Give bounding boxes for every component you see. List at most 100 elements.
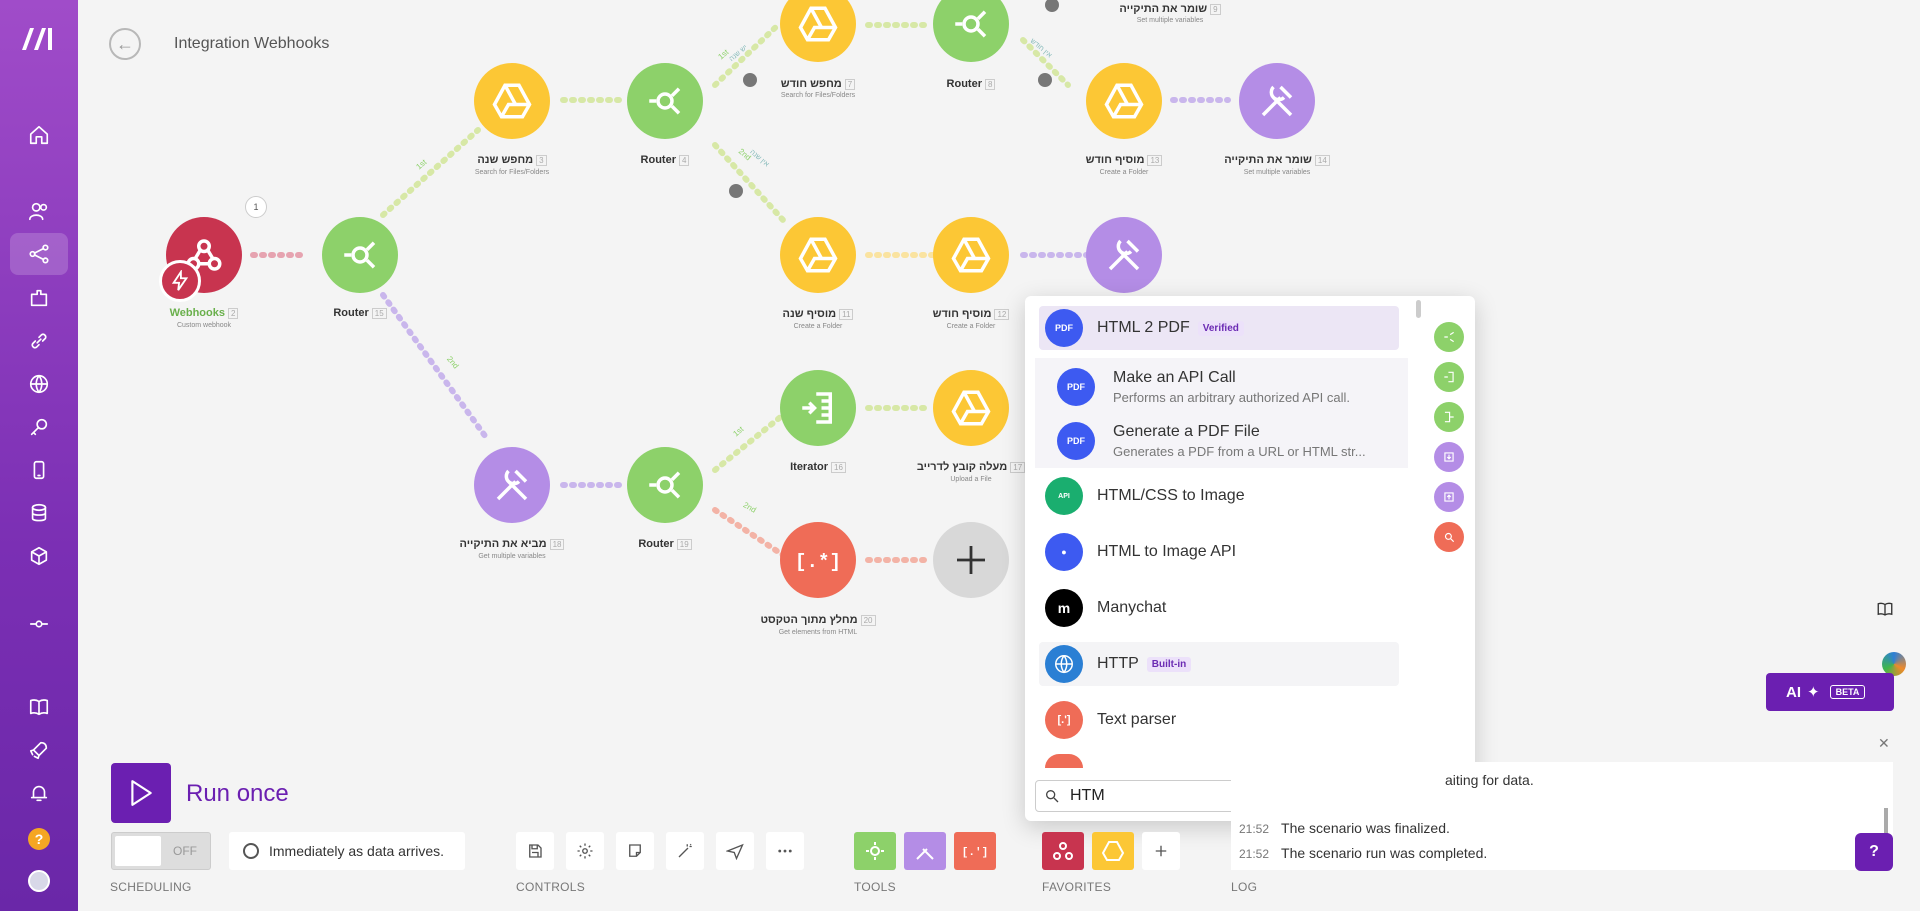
tools-gear-icon[interactable] (854, 832, 896, 870)
module-make-api-call[interactable]: PDF Make an API Call Performs an arbitra… (1051, 362, 1401, 412)
node-sublabel: Custom webhook (176, 322, 232, 329)
gdrive-node-search-month[interactable] (780, 0, 856, 62)
tools-node-get-folder[interactable] (474, 447, 550, 523)
node-sublabel: Create a Folder (946, 323, 996, 330)
favorite-webhooks-icon[interactable] (1042, 832, 1084, 870)
router-node-2[interactable] (627, 63, 703, 139)
sidebar-webhooks-icon[interactable] (10, 363, 68, 405)
book-icon[interactable] (1876, 600, 1898, 622)
run-once-button[interactable] (111, 763, 171, 823)
router-node-3[interactable] (933, 0, 1009, 62)
settings-gear-icon[interactable] (566, 832, 604, 870)
help-icon[interactable]: ? (28, 828, 50, 850)
router-node-4[interactable] (627, 447, 703, 523)
user-avatar[interactable] (28, 870, 50, 892)
filter-icon[interactable] (743, 73, 757, 87)
router-icon (955, 10, 987, 38)
app-item-text-parser[interactable]: [.'] Text parser (1039, 698, 1399, 742)
router-icon (344, 241, 376, 269)
iterator-tool-icon[interactable] (1434, 362, 1464, 392)
scenario-title[interactable]: Integration Webhooks (174, 35, 330, 52)
filter-icon[interactable] (1045, 0, 1059, 12)
add-favorite-plus-icon[interactable] (1142, 832, 1180, 870)
app-item-manychat[interactable]: m Manychat (1039, 586, 1399, 630)
app-item-htmlcss-to-image[interactable]: API HTML/CSS to Image (1039, 474, 1399, 518)
router-tool-icon[interactable] (1434, 322, 1464, 352)
sidebar-team-icon[interactable] (10, 190, 68, 232)
log-close-icon[interactable]: ✕ (1878, 735, 1890, 751)
tools-icon (1261, 85, 1293, 117)
schedule-setting[interactable]: Immediately as data arrives. (229, 832, 465, 870)
tools-node-saver[interactable] (1239, 63, 1315, 139)
tools-wrench-icon[interactable] (904, 832, 946, 870)
app-item-html-to-image-api[interactable]: ● HTML to Image API (1039, 530, 1399, 574)
tools-node-partial[interactable] (1086, 217, 1162, 293)
sidebar-rocket-icon[interactable] (10, 729, 68, 771)
sidebar-bell-icon[interactable] (10, 772, 68, 814)
save-icon[interactable] (516, 832, 554, 870)
notes-icon[interactable] (616, 832, 654, 870)
sidebar-templates-icon[interactable] (10, 277, 68, 319)
log-scrollbar[interactable] (1884, 808, 1888, 844)
node-sublabel: Search for Files/Folders (474, 169, 550, 176)
picker-scrollbar[interactable] (1416, 300, 1421, 318)
sidebar-datastores-icon[interactable] (10, 492, 68, 534)
gdrive-node-search-year[interactable] (474, 63, 550, 139)
pdf-icon: PDF (1045, 309, 1083, 347)
gdrive-node-add-month[interactable] (1086, 63, 1162, 139)
router-node-1[interactable] (322, 217, 398, 293)
back-arrow-icon[interactable]: ← (109, 28, 141, 60)
iterator-node[interactable] (780, 370, 856, 446)
sidebar-scenarios-icon[interactable] (10, 233, 68, 275)
manychat-icon: m (1045, 589, 1083, 627)
chat-help-icon[interactable]: ? (1855, 833, 1893, 871)
parser-tool-icon[interactable] (1434, 522, 1464, 552)
favorite-google-drive-icon[interactable] (1092, 832, 1134, 870)
gdrive-node-upload[interactable] (933, 370, 1009, 446)
sidebar-datastructures-icon[interactable] (10, 535, 68, 577)
filter-icon[interactable] (1038, 73, 1052, 87)
sidebar-flow-control-icon[interactable] (10, 603, 68, 645)
aggregator-tool-icon[interactable] (1434, 402, 1464, 432)
node-sublabel: Search for Files/Folders (780, 92, 856, 99)
app-item-html2pdf[interactable]: PDF HTML 2 PDF Verified (1039, 306, 1399, 350)
more-icon[interactable] (766, 832, 804, 870)
tools-icon (496, 469, 528, 501)
chrome-avatar[interactable] (1882, 652, 1906, 676)
node-sublabel: Create a Folder (793, 323, 843, 330)
scheduling-toggle[interactable]: OFF (111, 832, 211, 870)
verified-badge: Verified (1197, 320, 1244, 336)
app-item-http[interactable]: HTTP Built-in (1039, 642, 1399, 686)
run-once-label[interactable]: Run once (186, 780, 289, 807)
set-variable-tool-icon[interactable] (1434, 482, 1464, 512)
explain-flow-plane-icon[interactable] (716, 832, 754, 870)
ai-assistant-button[interactable]: AI ✦ BETA (1766, 673, 1894, 711)
sidebar-docs-icon[interactable] (10, 686, 68, 728)
text-parser-node[interactable]: [.*] (780, 522, 856, 598)
module-picker[interactable]: PDF HTML 2 PDF Verified PDF Make an API … (1025, 296, 1475, 821)
gdrive-node-add-year[interactable] (780, 217, 856, 293)
sidebar-home-icon[interactable] (10, 114, 68, 156)
tools-text-parser-icon[interactable]: [.'] (954, 832, 996, 870)
iterator-icon (802, 392, 832, 424)
gdrive-node-add-month-2[interactable] (933, 217, 1009, 293)
filter-icon[interactable] (729, 184, 743, 198)
get-variable-tool-icon[interactable] (1434, 442, 1464, 472)
search-icon (1046, 790, 1059, 803)
sidebar-connections-icon[interactable] (10, 320, 68, 362)
module-generate-pdf[interactable]: PDF Generate a PDF File Generates a PDF … (1051, 416, 1401, 466)
make-logo-icon[interactable] (20, 24, 58, 52)
add-module-node[interactable] (933, 522, 1009, 598)
auto-align-wand-icon[interactable] (666, 832, 704, 870)
sidebar-devices-icon[interactable] (10, 449, 68, 491)
run-count-badge: 1 (245, 196, 267, 218)
router-icon (649, 87, 681, 115)
sidebar-keys-icon[interactable] (10, 406, 68, 448)
